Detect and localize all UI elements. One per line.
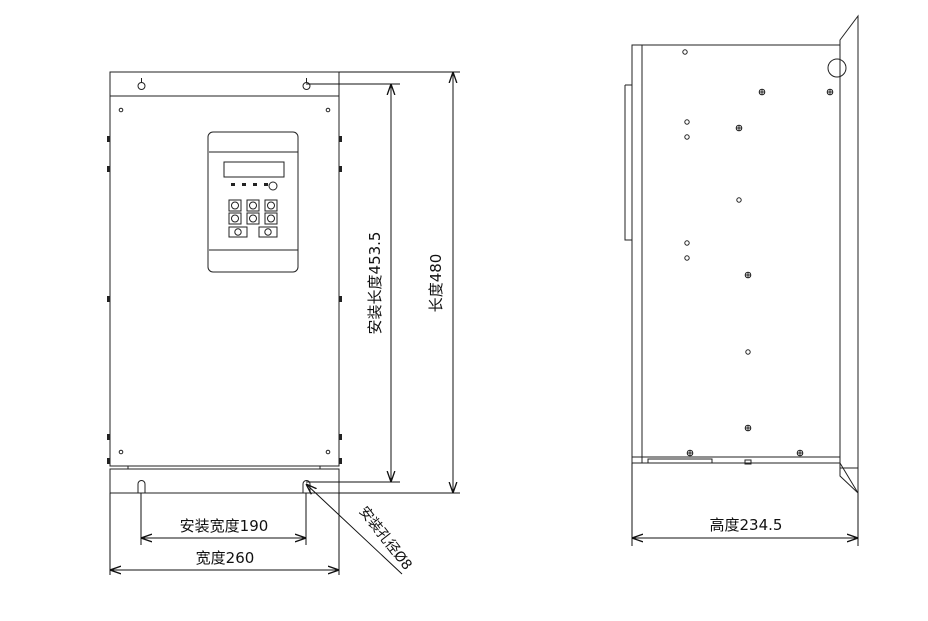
- height-label: 高度234.5: [710, 516, 783, 534]
- front-view: [107, 71, 342, 494]
- side-body-outline: [631, 14, 859, 469]
- side-holes: [682, 49, 751, 355]
- length-label: 长度480: [427, 254, 445, 313]
- mount-length-label: 安装长度453.5: [366, 232, 384, 335]
- main-body: [109, 95, 340, 467]
- width-label: 宽度260: [196, 549, 255, 567]
- keyhole-top-right: [302, 78, 311, 90]
- front-dimensions: [109, 71, 460, 575]
- large-hole: [827, 58, 847, 78]
- side-bottom-edge: [632, 462, 859, 494]
- keyhole-top-left: [137, 78, 146, 90]
- length-extension-lines: [339, 71, 460, 494]
- screw-hole: [325, 449, 331, 455]
- keypad-panel: [207, 131, 299, 273]
- side-screws: [686, 88, 834, 465]
- panel-lines: [209, 151, 298, 251]
- width-extension-lines: [109, 493, 340, 575]
- screw-hole: [118, 449, 124, 455]
- mount-length-extension-lines: [306, 83, 400, 483]
- mount-width-label: 安装宽度190: [180, 517, 269, 535]
- side-view: [624, 14, 859, 495]
- knob: [268, 181, 278, 191]
- height-extension-lines: [631, 463, 859, 546]
- keypad-buttons: [228, 199, 278, 238]
- side-tabs: [107, 136, 342, 464]
- indicator-leds: [231, 183, 268, 186]
- side-dimensions: [631, 463, 859, 546]
- screw-hole: [118, 107, 124, 113]
- screw-hole: [325, 107, 331, 113]
- display-window: [223, 161, 285, 178]
- side-front-wall: [624, 45, 643, 463]
- side-vent: [647, 458, 713, 464]
- bottom-bracket: [109, 468, 340, 494]
- slot-bottom-left: [137, 480, 146, 493]
- hole-leader-line: [306, 484, 403, 575]
- side-flange-bottom: [839, 468, 859, 495]
